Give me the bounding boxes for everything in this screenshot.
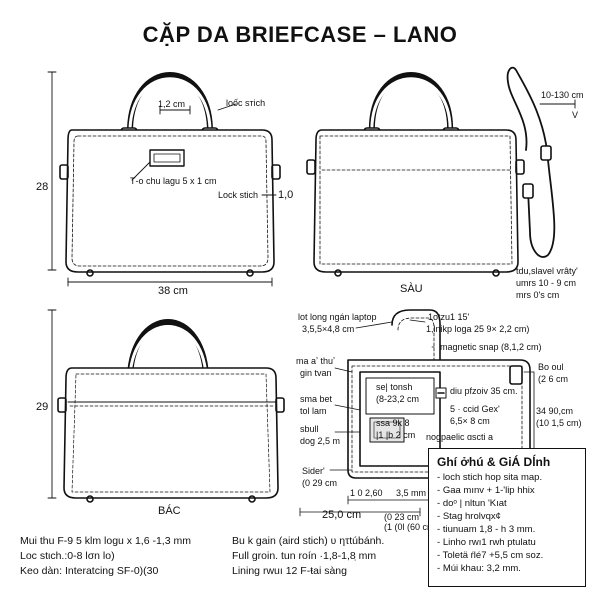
pocket-label-4a: ssa 9k 8 (376, 418, 410, 428)
interior-open-view (347, 309, 531, 479)
interior-dim-c: (0 23 cm (384, 512, 420, 522)
interior-width-label: 25,0 cm (322, 509, 362, 521)
interior-tag-dim: 1,lnikp loga 25 9× 2,2 cm) (426, 324, 530, 334)
back-view-label: SÀU (400, 283, 423, 295)
pocket-label-2: diu pfzoiv 35 cm. (450, 386, 518, 396)
interior-tag-label: 1otzu1 15' (428, 312, 470, 322)
front-height-label: 28 (36, 181, 49, 193)
specs-right: Bu k gain (aird stich) ʋ ητtúbánh. Full … (232, 534, 384, 579)
spec-right-1: Bu k gain (aird stich) ʋ ητtúbánh. (232, 535, 385, 547)
strap-note-2: umrs 10 - 9 cm (516, 278, 577, 288)
pocket-label-1b: (8-23,2 cm (376, 394, 420, 404)
front-width-label: 38 cm (158, 285, 188, 297)
interior-dim-d: (1 (0l (60 cm (384, 522, 435, 532)
front-lock-stitch-top: loốc sтich (226, 98, 266, 108)
spec-left-3: Keo dàn: Interatcing SF-0)(30 (20, 565, 159, 577)
side-view-label: BÁC (158, 505, 181, 517)
interior-left-note-3b: dog 2,5 m (300, 436, 341, 446)
pocket-label-5: nogpaelic ɑscti a (426, 432, 494, 442)
strap-mark: V (572, 110, 579, 120)
interior-slider-dim: (0 29 cm (302, 478, 338, 488)
spec-right-2: Full groin. tun roín ·1,8-1,8 ̣mm (232, 550, 377, 562)
pocket-label-1a: se| tonsh (376, 382, 413, 392)
note-item: Múi khau: 3,2 mm. (437, 562, 585, 575)
front-side-dim: 1,0 (278, 189, 294, 201)
interior-left-note-1a: ma aʼ thuʼ (296, 356, 336, 366)
interior-dim-b: 3,5 mm (396, 488, 427, 498)
front-view-bag (59, 72, 281, 277)
spec-left-1: Mui thu F-9 5 klm logu x 1,6 -1,3 mm (20, 535, 191, 547)
front-lock-stitch-label: Lock stich (218, 190, 259, 200)
front-logo-label: Т-o chu lagu 5 x 1 cm (130, 176, 217, 186)
front-handle-dim: 1,2 cm (158, 99, 186, 109)
note-item: Stag hrolvqx¢ (437, 510, 585, 523)
interior-right-note-2b: (10 1,5 cm) (536, 418, 582, 428)
interior-left-note-1b: gin tvan (300, 368, 332, 378)
note-item: doᵒ | nltun 'Kıat (437, 497, 585, 510)
note-item: tiunuam 1,8 - h 3 mm. (437, 523, 585, 536)
page-title: CẶP DA BRIEFCASE – LANO (142, 22, 458, 47)
notes-box: Ghí ởhú & GiÁ Dĺnh loch stich hop sita m… (428, 448, 586, 587)
laptop-sleeve-label: lot long ngán laptop (298, 312, 377, 322)
interior-left-note-2a: sma bet (300, 394, 333, 404)
strap-note-1: tdu,slavel vrâty' (516, 266, 578, 276)
strap-note-3: mrs 0's cm (516, 290, 560, 300)
note-item: Toletä ŕlé7 +5,5 cm soz. (437, 549, 585, 562)
interior-left-note-3a: sbull (300, 424, 319, 434)
strap-length-dim: 10-130 cm (541, 90, 584, 100)
pocket-label-3b: 6,5× 8 cm (450, 416, 490, 426)
laptop-sleeve-dim: 3,5,5×4,8 cm (302, 324, 355, 334)
front-dimension-lines (47, 71, 277, 287)
pocket-label-4b: |1 |b 2 cm (376, 430, 416, 440)
interior-right-note-1b: (2 6 cm (538, 374, 569, 384)
interior-slider-label: Sider' (302, 466, 325, 476)
note-item: loch stich hop sita map. (437, 471, 585, 484)
note-item: Linho rwı1 rwh ptulatu (437, 536, 585, 549)
notes-list: loch stich hop sita map. Gaa mınv + 1-'l… (429, 471, 585, 575)
spec-left-2: Loc stιch.:0-8 lσn lo) (20, 550, 115, 562)
interior-right-note-1a: Bo oul (538, 362, 564, 372)
specs-left: Mui thu F-9 5 klm logu x 1,6 -1,3 mm Loc… (20, 534, 191, 579)
interior-left-note-2b: tol lam (300, 406, 327, 416)
side-view-bag (57, 319, 285, 503)
magnetic-snap-label: magnetic snap (8,1,2 cm) (440, 342, 542, 352)
notes-heading: Ghí ởhú & GiÁ Dĺnh (437, 455, 551, 469)
side-height-label: 29 (36, 401, 49, 413)
spec-right-3: Lining rwuı 12 F-ŧai sàng (232, 565, 347, 577)
pocket-label-3a: 5 · ccid Gex' (450, 404, 500, 414)
interior-right-note-2a: 34 90,cm (536, 406, 574, 416)
interior-dim-a: 1 0 2,60 (350, 488, 383, 498)
note-item: Gaa mınv + 1-'lip hhix (437, 484, 585, 497)
back-view-bag (306, 66, 556, 277)
